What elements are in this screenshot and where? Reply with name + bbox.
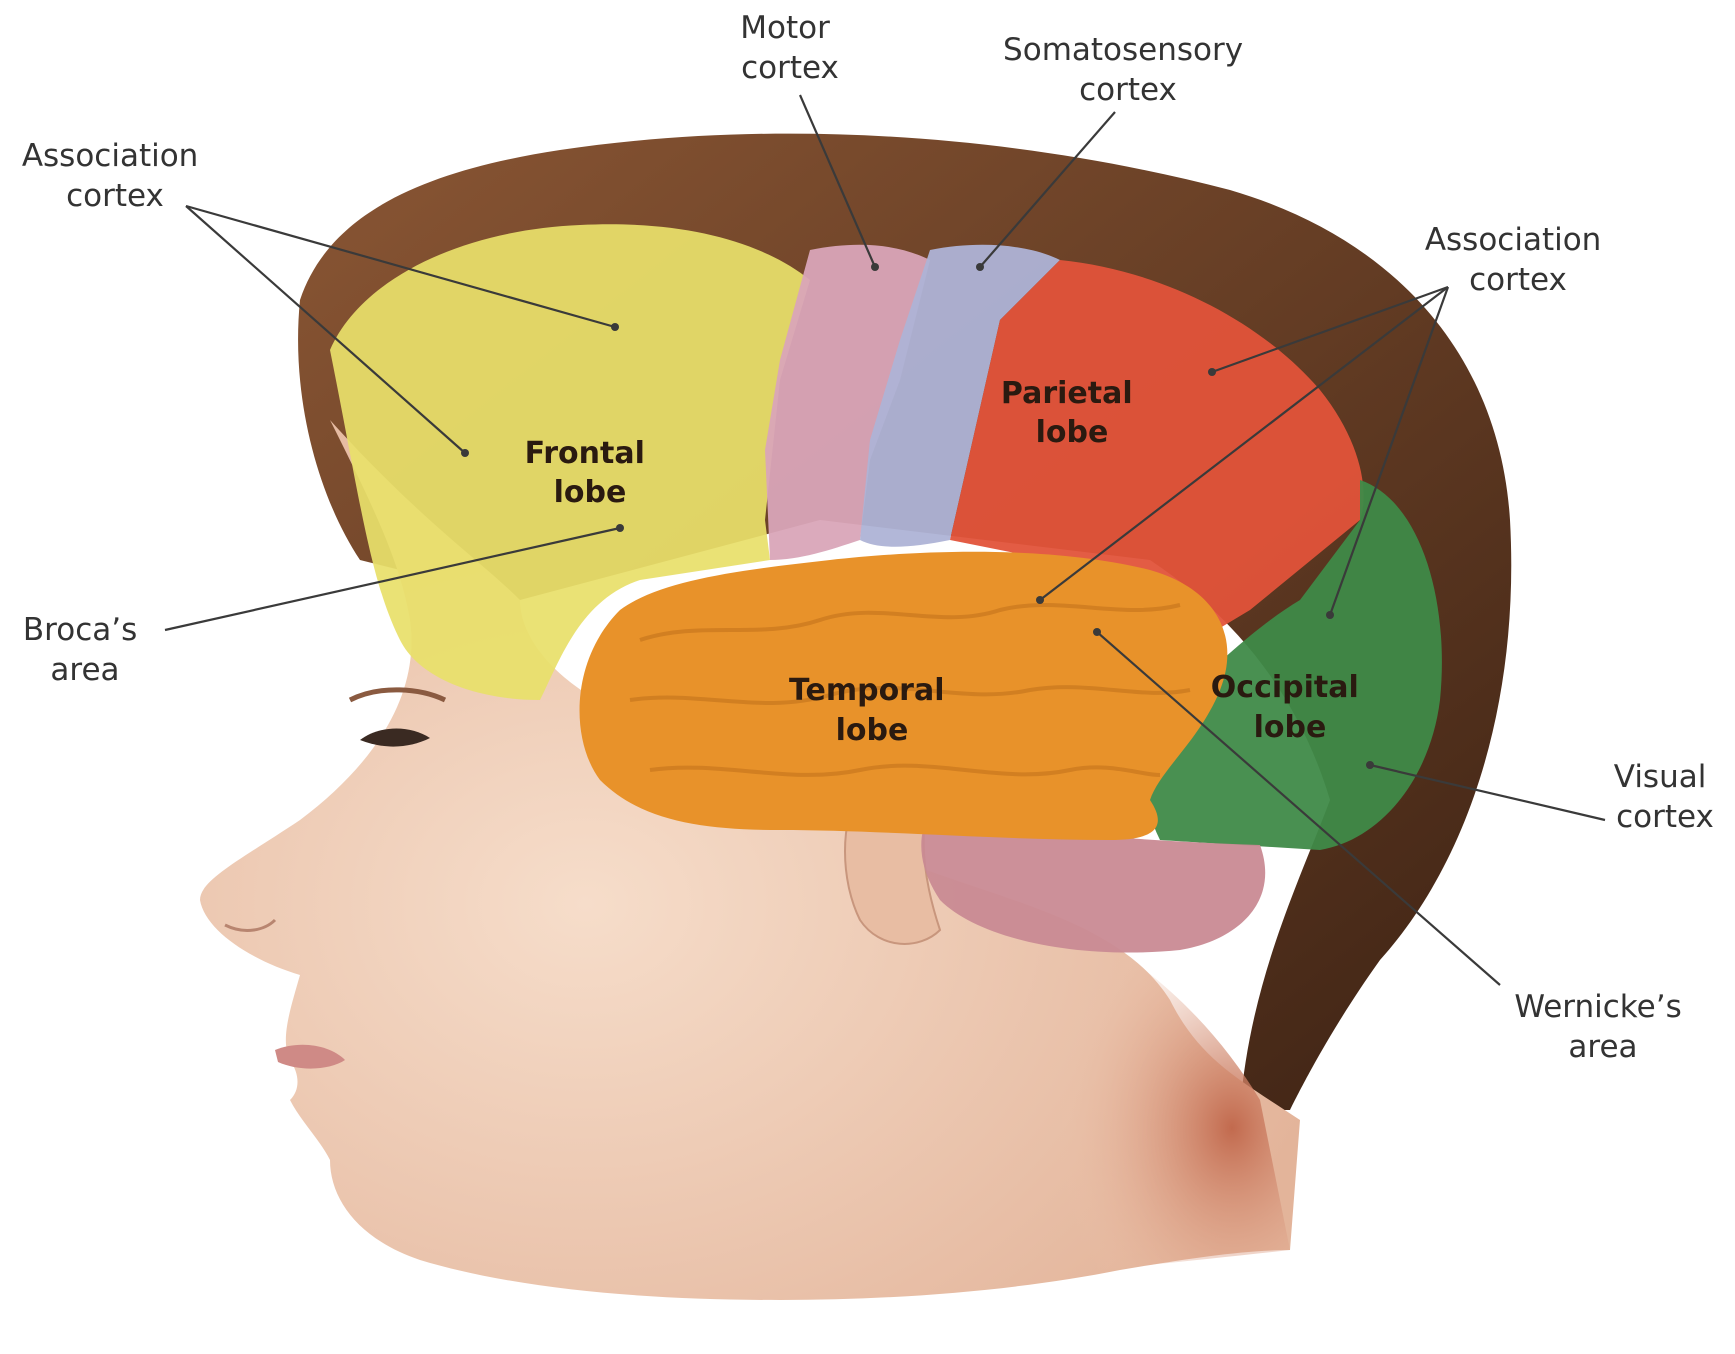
leader-tip <box>1326 611 1334 619</box>
neck-shadow <box>1000 900 1290 1280</box>
association-cortex-left-label: Association cortex <box>22 138 208 214</box>
wernickes-area-label: Wernicke’s area <box>1514 989 1691 1065</box>
motor-cortex-label: Motor cortex <box>740 10 839 86</box>
leader-tip <box>871 263 879 271</box>
leader-tip <box>1366 761 1374 769</box>
leader-tip <box>611 323 619 331</box>
association-cortex-right-label: Association cortex <box>1425 222 1611 298</box>
brocas-area-label: Broca’s area <box>23 612 147 688</box>
leader-tip <box>1093 628 1101 636</box>
leader-tip <box>1208 368 1216 376</box>
leader-tip <box>976 263 984 271</box>
somatosensory-cortex-label: Somatosensory cortex <box>1003 32 1253 108</box>
visual-cortex-label: Visual cortex <box>1614 759 1716 835</box>
leader-tip <box>1036 596 1044 604</box>
leader-tip <box>616 524 624 532</box>
leader-tip <box>461 449 469 457</box>
